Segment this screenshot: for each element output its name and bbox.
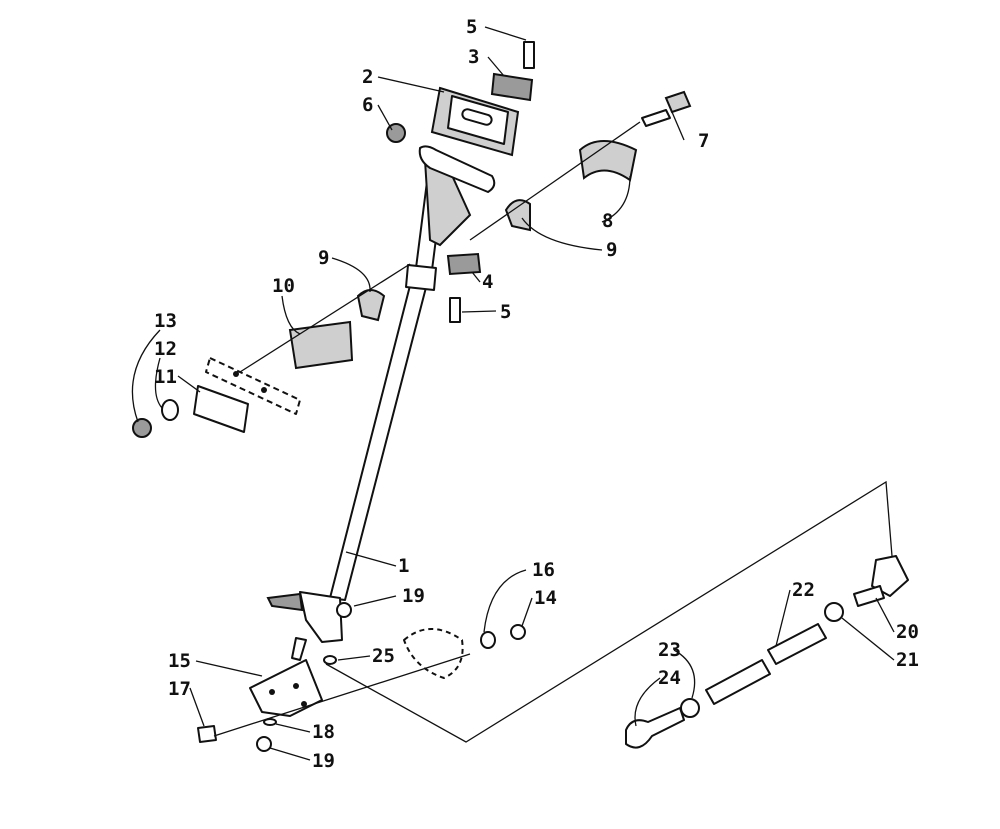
- steering-support-block: [430, 86, 520, 157]
- upper-bolt: [523, 41, 535, 69]
- tie-rod-end-right: [853, 555, 909, 607]
- callout-labels: 5 3 2 6 7 8 9 4 5 9 10 13 12 11 1 16 14 …: [154, 16, 919, 772]
- callout-22: 22: [792, 579, 815, 601]
- small-washer: [323, 655, 337, 665]
- callout-11: 11: [154, 366, 177, 388]
- callout-24: 24: [658, 667, 681, 689]
- callout-2: 2: [362, 66, 373, 88]
- callout-19-upper: 19: [402, 585, 425, 607]
- callout-16: 16: [532, 559, 555, 581]
- jam-nut-right: [824, 602, 844, 622]
- callout-5-lower: 5: [500, 301, 511, 323]
- assembly-lines: [213, 121, 893, 743]
- lower-washer: [263, 718, 277, 726]
- tie-rod-sleeve: [767, 623, 827, 665]
- callout-3: 3: [468, 46, 479, 68]
- washer-16: [480, 631, 496, 649]
- callout-leaders: [131, 26, 895, 761]
- callout-9-right: 9: [606, 239, 617, 261]
- callout-14: 14: [534, 587, 557, 609]
- callout-20: 20: [896, 621, 919, 643]
- arm-bolt: [197, 725, 217, 743]
- lower-cap-right: [578, 140, 638, 182]
- callout-1: 1: [398, 555, 409, 577]
- steering-stop: [403, 628, 464, 679]
- lower-block: [446, 252, 482, 276]
- jam-nut-left: [680, 698, 700, 718]
- pitman-arm: [249, 659, 323, 717]
- callout-21: 21: [896, 649, 919, 671]
- callout-4: 4: [482, 271, 493, 293]
- spacer-plate: [205, 357, 301, 415]
- backing-plate: [193, 385, 249, 433]
- callout-19-lower: 19: [312, 750, 335, 772]
- lock-nut-left: [132, 418, 152, 438]
- callout-13: 13: [154, 310, 177, 332]
- nut-14: [510, 624, 526, 640]
- tie-rod-end-left: [625, 707, 685, 749]
- support-bracket: [288, 320, 354, 370]
- callout-6: 6: [362, 94, 373, 116]
- callout-9-left: 9: [318, 247, 329, 269]
- callout-18: 18: [312, 721, 335, 743]
- tie-rod: [705, 659, 771, 705]
- long-bolt: [641, 90, 692, 127]
- steering-post: [266, 145, 496, 661]
- callout-25: 25: [372, 645, 395, 667]
- callout-23: 23: [658, 639, 681, 661]
- lower-bolt: [449, 297, 461, 323]
- washer: [161, 399, 179, 421]
- callout-5-upper: 5: [466, 16, 477, 38]
- callout-10: 10: [272, 275, 295, 297]
- lower-lock-nut: [256, 736, 272, 752]
- bushing-right: [504, 199, 531, 232]
- callout-7: 7: [698, 130, 709, 152]
- callout-8: 8: [602, 210, 613, 232]
- callout-15: 15: [168, 650, 191, 672]
- callout-17: 17: [168, 678, 191, 700]
- upper-cap: [490, 72, 534, 102]
- bushing-left: [356, 289, 386, 322]
- upper-lock-nut: [336, 602, 352, 618]
- callout-12: 12: [154, 338, 177, 360]
